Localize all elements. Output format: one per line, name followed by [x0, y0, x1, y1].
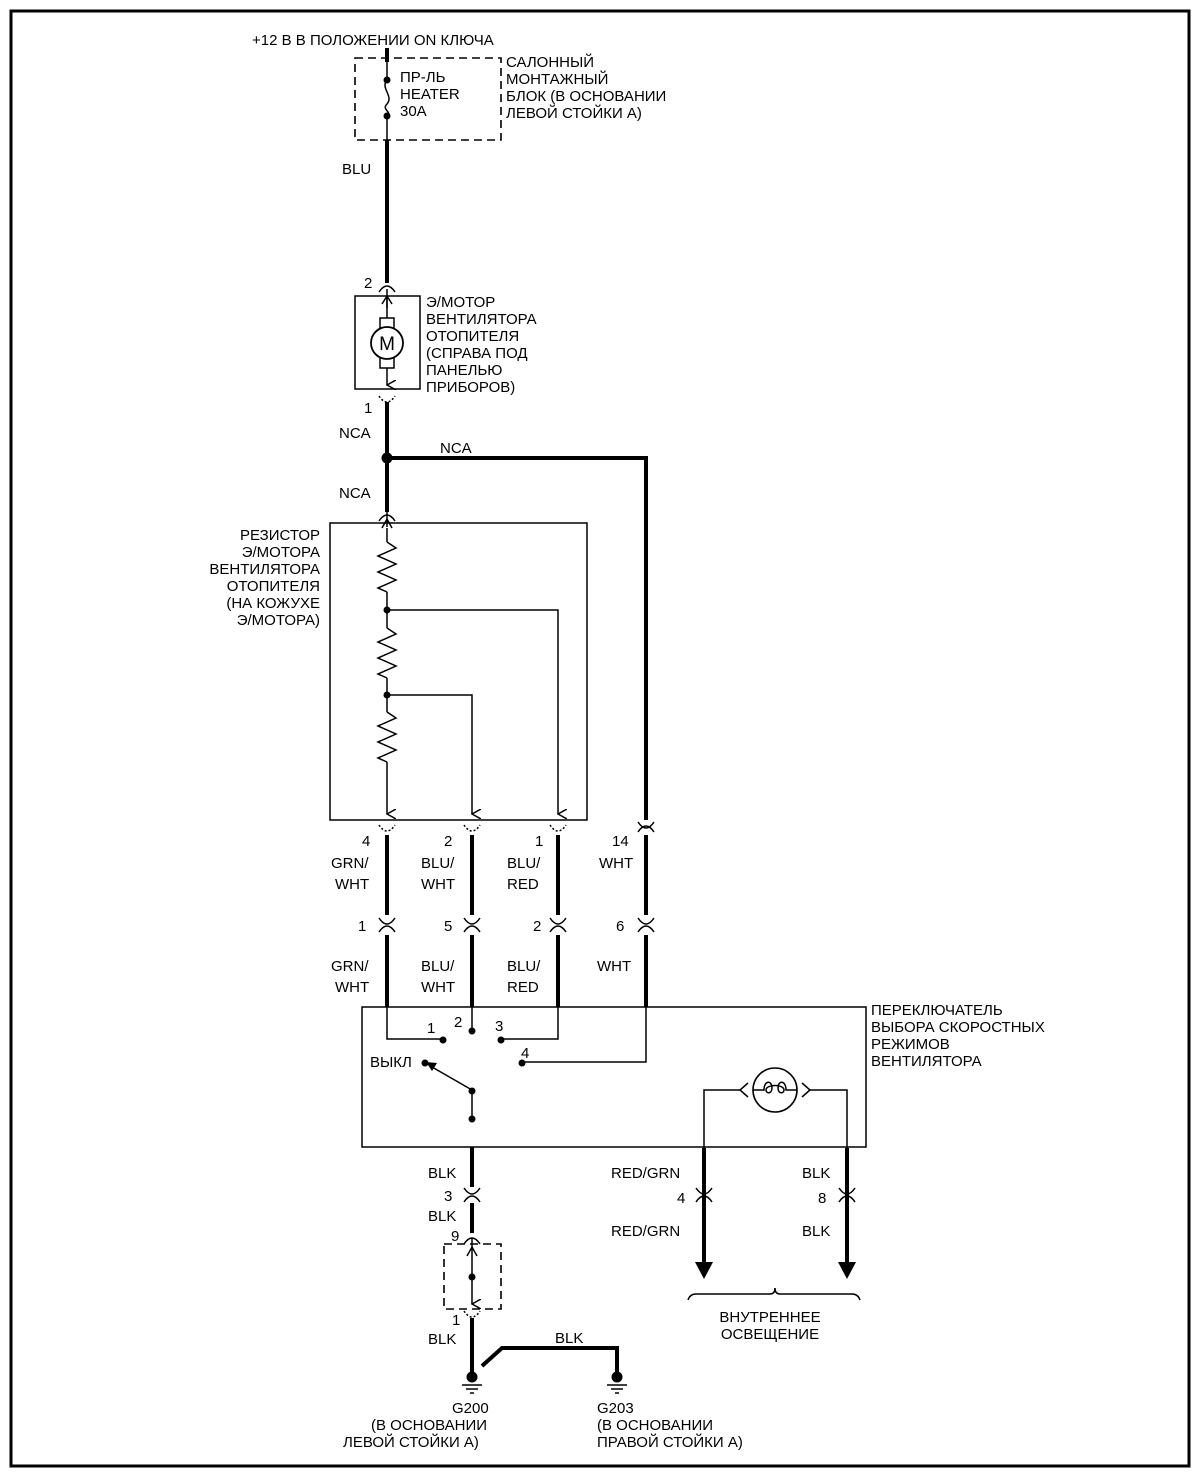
ground-pin-1: 1 — [452, 1312, 460, 1329]
lamp-icon — [703, 1067, 848, 1148]
interior-light-line-2: ОСВЕЩЕНИЕ — [721, 1326, 819, 1343]
upper-wire-3a: BLU/ — [507, 855, 541, 872]
harness-wires — [378, 821, 655, 1007]
upper-pin-3: 1 — [535, 833, 543, 850]
switch-contacts — [386, 1007, 647, 1123]
resistor-line-4: ОТОПИТЕЛЯ — [227, 578, 320, 595]
lower-wire-2a: BLU/ — [421, 958, 455, 975]
fuse-symbol — [383, 76, 391, 120]
interior-light-brace — [687, 1287, 861, 1301]
fuse-line-2: HEATER — [400, 86, 460, 103]
switch-line-2: ВЫБОРА СКОРОСТНЫХ — [871, 1019, 1045, 1036]
lower-wire-4a: WHT — [597, 958, 631, 975]
motor-line-1: Э/МОТОР — [426, 294, 495, 311]
lamp-wire-left-lower: RED/GRN — [611, 1223, 680, 1240]
g203-line-2: ПРАВОЙ СТОЙКИ А) — [597, 1433, 743, 1451]
wire-nca-label-3: NCA — [339, 485, 371, 502]
ground-g200-icon — [462, 1371, 482, 1394]
interior-light-line-1: ВНУТРЕННЕЕ — [719, 1309, 820, 1326]
lower-wire-2b: WHT — [421, 979, 455, 996]
lower-wire-1b: WHT — [335, 979, 369, 996]
motor-pin-bottom: 1 — [364, 400, 372, 417]
lower-pin-1: 1 — [358, 918, 366, 935]
wire-nca-label-2: NCA — [440, 440, 472, 457]
switch-line-4: ВЕНТИЛЯТОРА — [871, 1053, 982, 1070]
lower-pin-3: 2 — [533, 918, 541, 935]
lower-wire-3b: RED — [507, 979, 539, 996]
wire-nca-label-1: NCA — [339, 425, 371, 442]
fuse-line-1: ПР-ЛЬ — [400, 69, 446, 86]
switch-pos-1: 1 — [427, 1020, 435, 1037]
lower-pin-4: 6 — [616, 918, 624, 935]
g203-line-1: (В ОСНОВАНИИ — [597, 1417, 713, 1434]
lower-pin-2: 5 — [444, 918, 452, 935]
resistor-elements — [376, 528, 558, 814]
upper-pin-1: 4 — [362, 833, 370, 850]
switch-pos-2: 2 — [454, 1014, 462, 1031]
switch-line-1: ПЕРЕКЛЮЧАТЕЛЬ — [871, 1002, 1003, 1019]
motor-line-6: ПРИБОРОВ) — [426, 379, 515, 396]
fuse-block-line-3: БЛОК (В ОСНОВАНИИ — [506, 88, 666, 105]
wire-nca-branch — [387, 456, 648, 820]
wire-blu-label: BLU — [342, 161, 371, 178]
fuse-block-line-2: МОНТАЖНЫЙ — [506, 70, 608, 88]
upper-pin-2: 2 — [444, 833, 452, 850]
upper-wire-3b: RED — [507, 876, 539, 893]
switch-pos-4: 4 — [521, 1045, 529, 1062]
motor-symbol — [370, 326, 404, 360]
lower-wire-1a: GRN/ — [331, 958, 369, 975]
ground-wire-blk-2: BLK — [428, 1208, 456, 1225]
motor-pin-top: 2 — [364, 275, 372, 292]
g200-line-1: (В ОСНОВАНИИ — [371, 1417, 487, 1434]
upper-wire-1a: GRN/ — [331, 855, 369, 872]
motor-line-4: (СПРАВА ПОД — [426, 345, 528, 362]
resistor-line-5: (НА КОЖУХЕ — [226, 595, 320, 612]
upper-wire-1b: WHT — [335, 876, 369, 893]
motor-line-2: ВЕНТИЛЯТОРА — [426, 311, 537, 328]
ground-wire-blk-3: BLK — [428, 1331, 456, 1348]
fuse-block-outline — [354, 57, 502, 141]
switch-off-label: ВЫКЛ — [370, 1054, 412, 1071]
upper-pin-4: 14 — [612, 833, 629, 850]
lamp-wire-right-lower: BLK — [802, 1223, 830, 1240]
motor-line-3: ОТОПИТЕЛЯ — [426, 328, 519, 345]
diagram-frame — [9, 9, 1191, 1468]
switch-box — [361, 1006, 867, 1148]
ground-wire-blk-4: BLK — [555, 1330, 583, 1347]
fuse-block-line-4: ЛЕВОЙ СТОЙКИ А) — [506, 104, 642, 122]
fuse-line-3: 30A — [400, 103, 427, 120]
supply-label: +12 В В ПОЛОЖЕНИИ ON КЛЮЧА — [252, 32, 494, 49]
ground-g203-icon — [607, 1371, 627, 1394]
resistor-line-3: ВЕНТИЛЯТОРА — [209, 561, 320, 578]
lamp-wire-left-upper: RED/GRN — [611, 1165, 680, 1182]
resistor-line-1: РЕЗИСТОР — [240, 527, 320, 544]
g200-id: G200 — [452, 1400, 489, 1417]
ground-pin-9: 9 — [451, 1228, 459, 1245]
resistor-line-2: Э/МОТОРА — [242, 544, 320, 561]
motor-line-5: ПАНЕЛЬЮ — [426, 362, 502, 379]
switch-line-3: РЕЖИМОВ — [871, 1036, 950, 1053]
upper-wire-2b: WHT — [421, 876, 455, 893]
lamp-wire-right-upper: BLK — [802, 1165, 830, 1182]
g203-id: G203 — [597, 1400, 634, 1417]
resistor-box — [329, 522, 588, 821]
g200-line-2: ЛЕВОЙ СТОЙКИ А) — [343, 1433, 479, 1451]
lamp-pin-right: 8 — [818, 1190, 826, 1207]
ground-wire-blk-1: BLK — [428, 1165, 456, 1182]
lamp-pin-left: 4 — [677, 1190, 685, 1207]
fuse-block-line-1: САЛОННЫЙ — [506, 53, 594, 71]
ground-pin-3: 3 — [444, 1188, 452, 1205]
switch-pos-3: 3 — [495, 1018, 503, 1035]
upper-wire-4a: WHT — [599, 855, 633, 872]
resistor-line-6: Э/МОТОРА) — [237, 612, 320, 629]
lower-wire-3a: BLU/ — [507, 958, 541, 975]
wire-blk-g203 — [480, 1346, 619, 1377]
upper-wire-2a: BLU/ — [421, 855, 455, 872]
motor-symbol-letter: M — [379, 334, 395, 355]
